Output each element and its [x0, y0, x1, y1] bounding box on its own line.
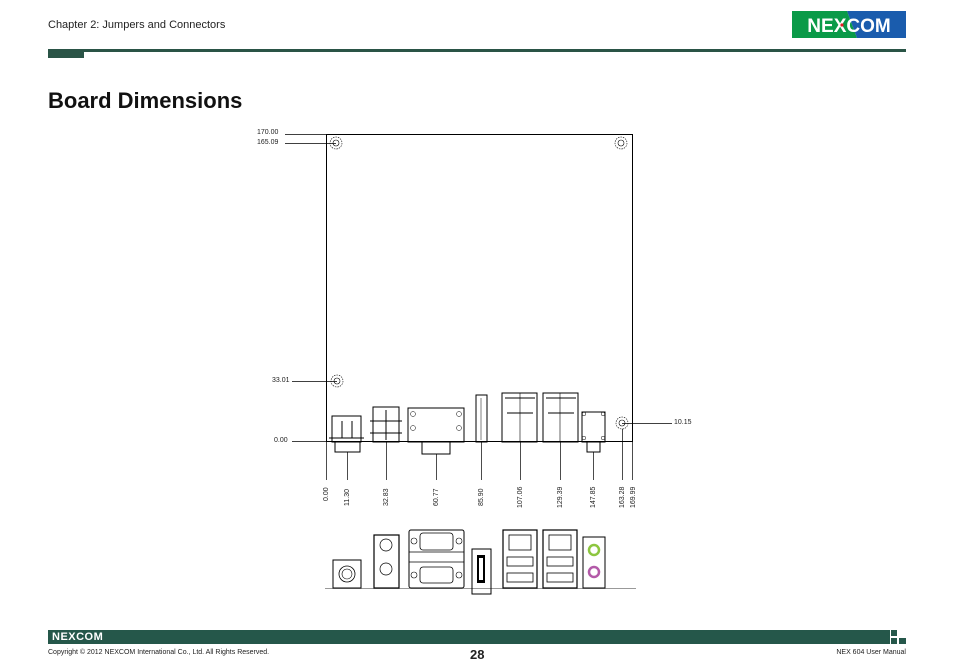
footer-square [891, 630, 897, 636]
header-divider [48, 49, 906, 52]
footer-square [899, 638, 906, 644]
dim-x-147: 147.85 [590, 486, 597, 508]
footer-square [891, 638, 897, 644]
vga-com-connector-top [407, 407, 465, 455]
ps2-rear [332, 559, 362, 589]
dim-x-0: 0.00 [323, 487, 330, 501]
dual-ps2-rear [373, 534, 400, 589]
dim-170: 170.00 [257, 129, 279, 136]
dim-x-32: 32.83 [383, 488, 390, 506]
mic-in-jack [587, 565, 601, 579]
dim-165: 165.09 [257, 139, 279, 146]
dim-x-163: 163.28 [619, 486, 626, 508]
mounting-holes [329, 136, 629, 430]
ps2-connector-top [329, 415, 364, 453]
com-vga-rear [408, 529, 465, 589]
footer-bar [48, 630, 890, 644]
dim-x-107: 107.06 [517, 486, 524, 508]
line-out-jack [587, 543, 601, 557]
page-title: Board Dimensions [48, 88, 243, 113]
dim-x-11: 11.30 [344, 489, 351, 506]
bottom-leaders [326, 429, 633, 480]
header-accent [48, 49, 84, 58]
usb-vertical-connector-top [475, 394, 488, 443]
audio-connector-top [581, 411, 606, 453]
dim-x-169: 169.99 [630, 486, 637, 508]
dual-ps2-connector-top [370, 406, 402, 443]
page-number: 28 [470, 647, 485, 662]
dim-x-60: 60.77 [433, 488, 440, 506]
footer-logo: NEXCOM [52, 631, 104, 643]
svg-text:NEXCOM: NEXCOM [807, 16, 890, 37]
dim-0-left: 0.00 [274, 437, 288, 444]
manual-name: NEX 604 User Manual [836, 649, 906, 656]
dim-10: 10.15 [674, 419, 692, 426]
audio-rear [582, 536, 606, 589]
dim-x-85: 85.90 [478, 488, 485, 506]
lan-usb-connector-1-top [501, 392, 538, 443]
usb-rear [471, 548, 492, 595]
lan-usb-rear-1 [502, 529, 538, 589]
copyright: Copyright © 2012 NEXCOM International Co… [48, 649, 270, 656]
chapter-title: Chapter 2: Jumpers and Connectors [48, 19, 226, 31]
lan-usb-rear-2 [542, 529, 578, 589]
dim-33: 33.01 [272, 377, 290, 384]
nexcom-logo: NEXCOM [792, 11, 906, 38]
lan-usb-connector-2-top [542, 392, 579, 443]
dim-x-129: 129.39 [557, 486, 564, 508]
